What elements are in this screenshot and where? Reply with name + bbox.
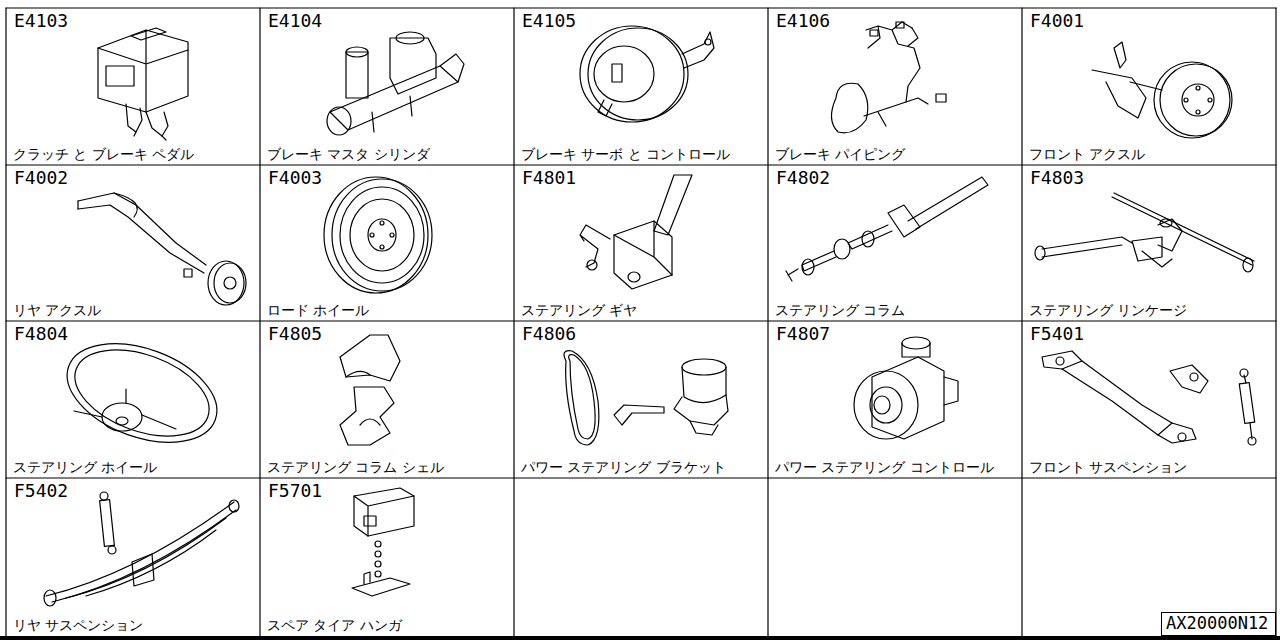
section-name: リヤ サスペンション: [13, 616, 143, 634]
section-code: F5401: [1030, 323, 1084, 345]
catalog-cell: F4804 ステアリング ホイール: [6, 321, 260, 478]
catalog-cell: E4104 ブレーキ マスタ シリンダ: [260, 8, 514, 165]
catalog-cell: E4103 クラッチ と ブレーキ ペダル: [6, 8, 260, 165]
catalog-cell: E4106 ブレーキ パイピング: [768, 8, 1022, 165]
section-name: ブレーキ マスタ シリンダ: [267, 145, 430, 163]
section-code: F4003: [268, 167, 322, 189]
catalog-cell: F4001 フロント アクスル: [1022, 8, 1276, 165]
catalog-cell: F5701 スペア タイア ハンガ: [260, 478, 514, 636]
steering-linkage-drawing: [1035, 193, 1254, 272]
catalog-cell: F4003 ロード ホイール: [260, 165, 514, 321]
section-name: ブレーキ パイピング: [775, 145, 905, 163]
section-name: ステアリング コラム シェル: [267, 458, 444, 476]
front-suspension-drawing: [1042, 351, 1256, 445]
section-name: リヤ アクスル: [13, 301, 101, 319]
drawing-number-box: AX20000N12: [1161, 612, 1276, 636]
section-code: F4802: [776, 167, 830, 189]
catalog-cell: F5402 リヤ サスペンション: [6, 478, 260, 636]
ps-bracket-drawing: [564, 351, 728, 445]
section-code: F4805: [268, 323, 322, 345]
section-name: パワー ステアリング コントロール: [775, 458, 994, 476]
rear-axle-drawing: [78, 193, 246, 305]
catalog-cell: F5401 フロント サスペンション: [1022, 321, 1276, 478]
ps-pump-drawing: [854, 337, 958, 439]
catalog-cell: F4002 リヤ アクスル: [6, 165, 260, 321]
catalog-cell: F4801 ステアリング ギヤ: [514, 165, 768, 321]
catalog-cell: F4803 ステアリング リンケージ: [1022, 165, 1276, 321]
column-shell-drawing: [340, 335, 400, 445]
section-code: F4803: [1030, 167, 1084, 189]
section-code: F5402: [14, 480, 68, 502]
section-code: F4804: [14, 323, 68, 345]
section-name: フロント サスペンション: [1029, 458, 1187, 476]
catalog-cell: F4805 ステアリング コラム シェル: [260, 321, 514, 478]
section-name: ステアリング コラム: [775, 301, 905, 319]
steering-column-drawing: [786, 177, 988, 281]
section-code: E4104: [268, 10, 322, 32]
road-wheel-drawing: [324, 177, 432, 293]
catalog-cell: E4105 ブレーキ サーボ と コントロール: [514, 8, 768, 165]
section-name: ステアリング ホイール: [13, 458, 157, 476]
steering-wheel-drawing: [54, 325, 231, 461]
section-code: E4105: [522, 10, 576, 32]
section-code: E4106: [776, 10, 830, 32]
section-code: F5701: [268, 480, 322, 502]
section-code: F4801: [522, 167, 576, 189]
section-name: ロード ホイール: [267, 301, 369, 319]
catalog-cell: F4807 パワー ステアリング コントロール: [768, 321, 1022, 478]
piping-drawing: [831, 22, 946, 133]
section-code: E4103: [14, 10, 68, 32]
section-name: パワー ステアリング ブラケット: [521, 458, 726, 476]
section-code: F4806: [522, 323, 576, 345]
front-axle-drawing: [1092, 42, 1232, 138]
catalog-cell: F4806 パワー ステアリング ブラケット: [514, 321, 768, 478]
section-code: F4002: [14, 167, 68, 189]
section-code: F4001: [1030, 10, 1084, 32]
section-name: ブレーキ サーボ と コントロール: [521, 145, 730, 163]
section-name: クラッチ と ブレーキ ペダル: [13, 145, 194, 163]
section-name: スペア タイア ハンガ: [267, 616, 402, 634]
drawing-number: AX20000N12: [1162, 613, 1275, 633]
rear-suspension-drawing: [44, 492, 239, 606]
pedal-drawing: [98, 28, 188, 140]
section-name: フロント アクスル: [1029, 145, 1145, 163]
spare-hanger-drawing: [352, 488, 414, 596]
master-cylinder-drawing: [327, 32, 464, 135]
section-name: ステアリング ギヤ: [521, 301, 637, 319]
servo-drawing: [580, 26, 714, 122]
section-name: ステアリング リンケージ: [1029, 301, 1187, 319]
section-code: F4807: [776, 323, 830, 345]
steering-gear-drawing: [580, 175, 692, 289]
catalog-cell: F4802 ステアリング コラム: [768, 165, 1022, 321]
grid: [0, 8, 1280, 640]
